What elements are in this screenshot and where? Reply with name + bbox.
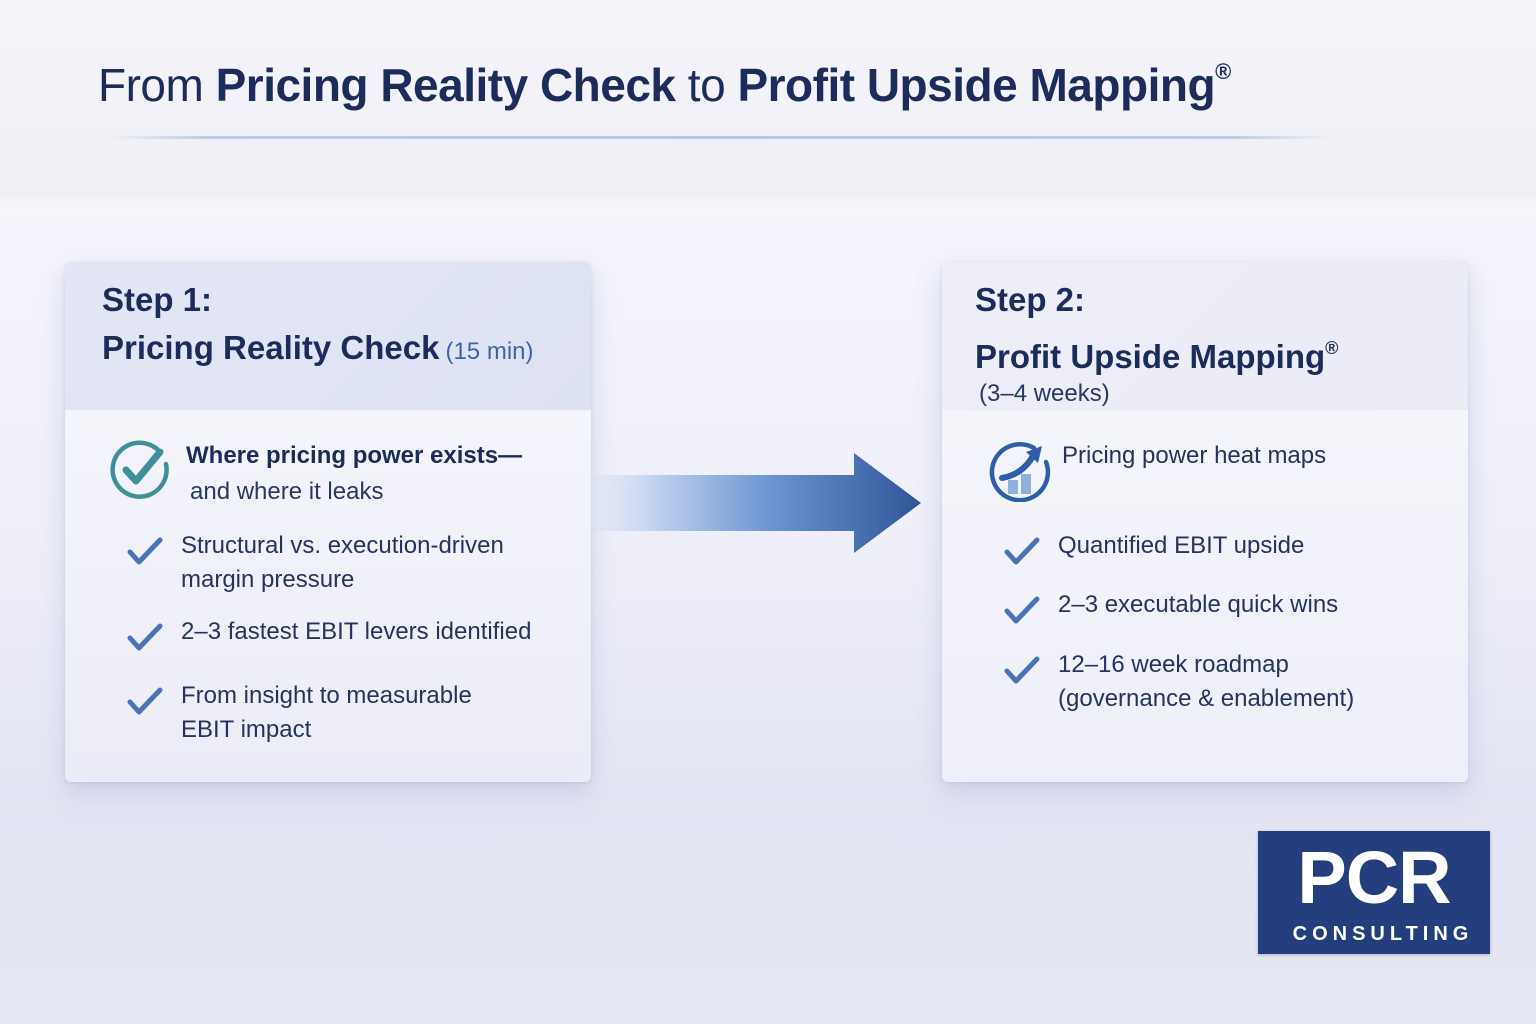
step-2-lead-text: Pricing power heat maps (1062, 442, 1327, 469)
logo-subtitle: CONSULTING (1292, 923, 1474, 945)
step-1-lead-bold: Where pricing power exists— (186, 442, 523, 469)
header-band (0, 0, 1536, 196)
step-1-title: Pricing Reality Check(15 min) (102, 329, 534, 366)
step-1-bullet-2: 2–3 fastest EBIT levers identified (127, 615, 531, 653)
step-2-header: Step 2: Profit Upside Mapping® (3–4 week… (942, 262, 1468, 410)
step-2-card: Step 2: Profit Upside Mapping® (3–4 week… (942, 262, 1468, 782)
check-icon (1004, 656, 1040, 684)
check-circle-icon (110, 440, 169, 499)
step-2-title: Profit Upside Mapping® (975, 338, 1339, 375)
step-1-duration: (15 min) (445, 338, 534, 365)
step-2-bullet-3: 12–16 week roadmap(governance & enableme… (1004, 648, 1354, 716)
step-1-lead-rest: and where it leaks (190, 478, 384, 505)
check-icon (1004, 596, 1040, 624)
growth-chart-icon (989, 442, 1051, 502)
step-2-label: Step 2: (975, 281, 1086, 318)
check-icon (127, 623, 163, 651)
step-1-lead-item: Where pricing power exists— and where it… (108, 436, 522, 510)
title-divider (110, 136, 1330, 139)
step-1-body: Where pricing power exists— and where it… (65, 410, 591, 782)
step-1-card: Step 1: Pricing Reality Check(15 min) Wh… (65, 262, 591, 782)
logo-wordmark: PCR (1297, 836, 1451, 919)
step-1-header: Step 1: Pricing Reality Check(15 min) (65, 262, 591, 410)
step-2-lead-item: Pricing power heat maps (986, 436, 1326, 502)
check-icon (127, 687, 163, 715)
step-2-duration: (3–4 weeks) (979, 380, 1110, 407)
page-title: From Pricing Reality Check to Profit Ups… (98, 59, 1231, 111)
step-2-bullet-2: 2–3 executable quick wins (1004, 588, 1338, 626)
check-icon (1004, 537, 1040, 565)
step-2-body: Pricing power heat maps Quantified EBIT … (942, 410, 1468, 782)
pcr-consulting-logo: PCR CONSULTING (1258, 831, 1490, 954)
check-icon (127, 537, 163, 565)
flow-arrow-icon (590, 453, 921, 553)
step-2-bullet-1: Quantified EBIT upside (1004, 529, 1304, 567)
step-1-label: Step 1: (102, 281, 213, 318)
